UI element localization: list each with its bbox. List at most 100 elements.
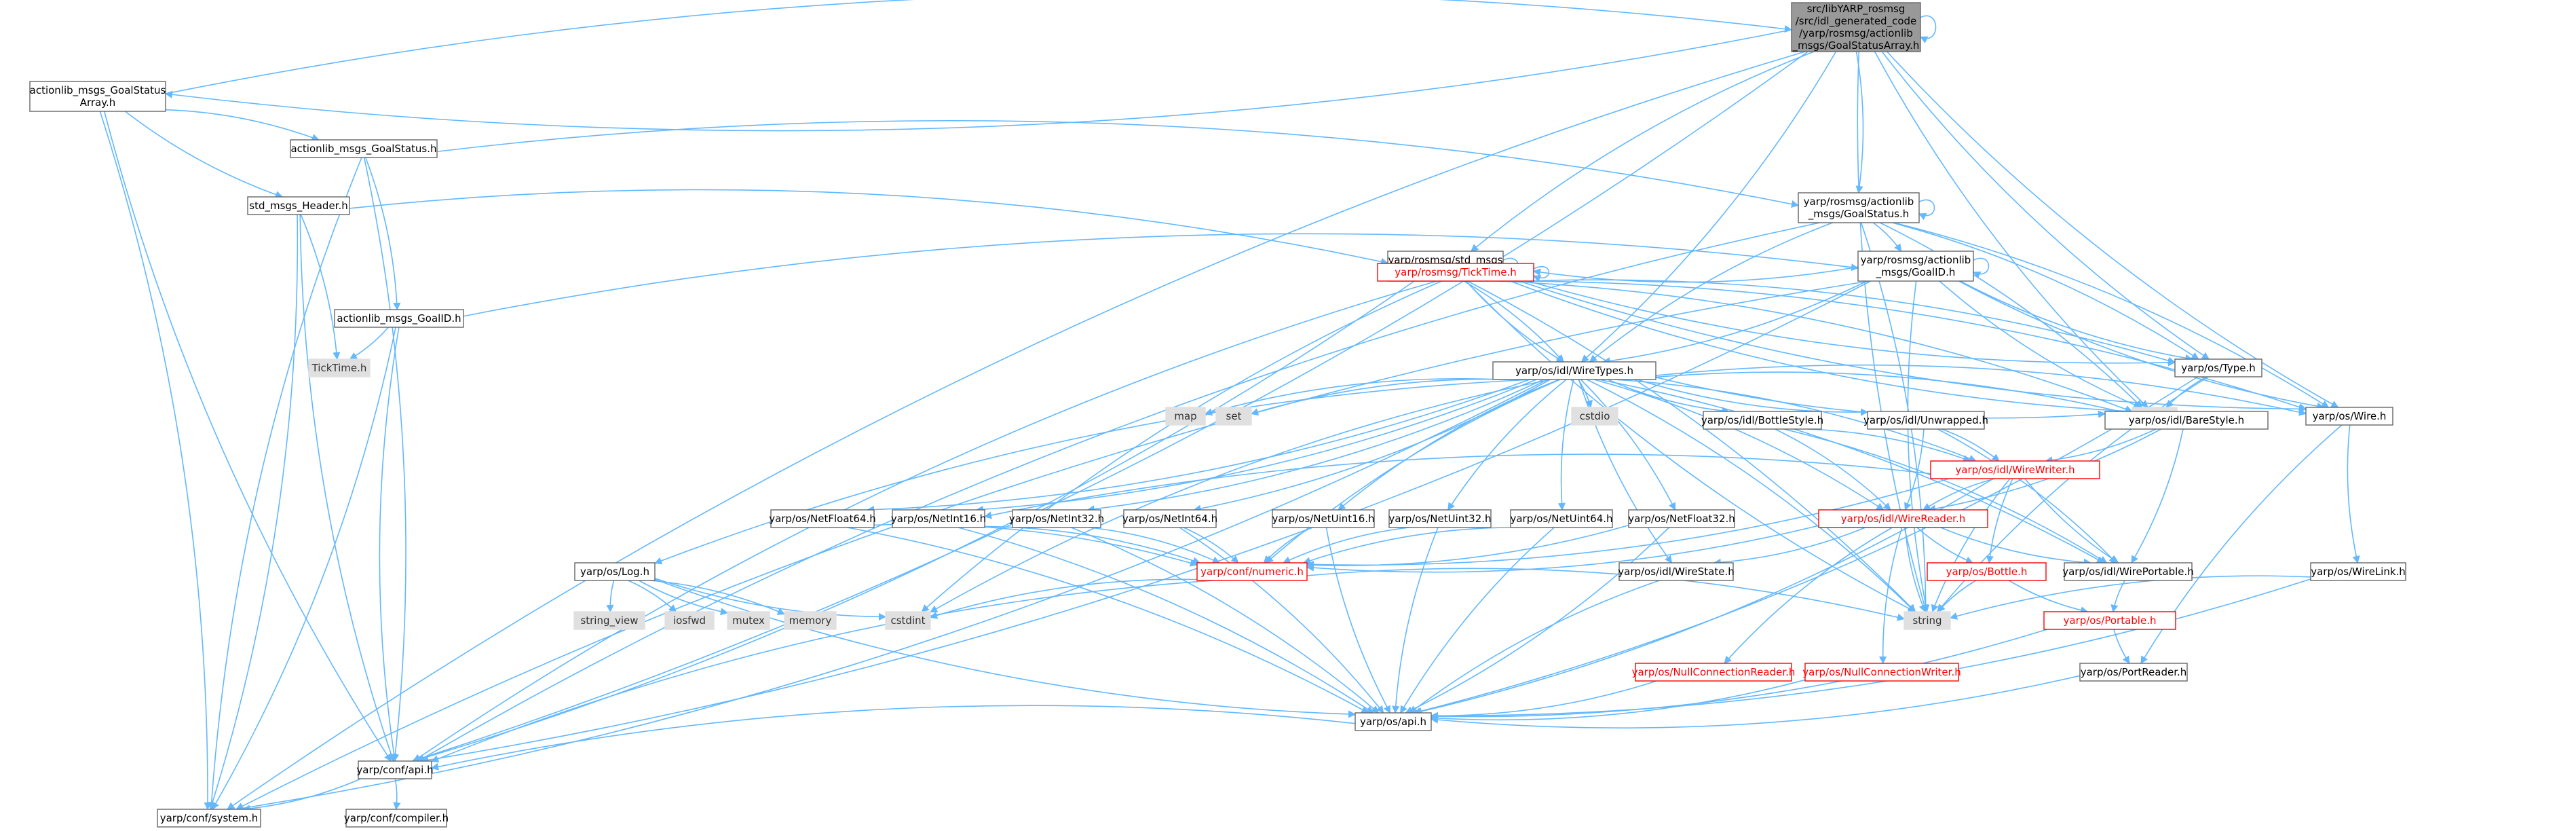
edge-yr_tt-to-ostype [1526, 279, 2176, 365]
edge-netint64-to-numeric [1183, 527, 1239, 564]
node-box [1510, 509, 1613, 528]
node-oswire[interactable]: yarp/os/Wire.h [2305, 407, 2393, 426]
edge-wirewriter-to-numeric [1306, 478, 1950, 569]
node-label: yarp/os/NetInt32.h [1009, 513, 1104, 525]
node-ostype[interactable]: yarp/os/Type.h [2174, 358, 2262, 377]
node-alm-gid[interactable]: actionlib_msgs_GoalID.h [334, 309, 464, 328]
node-box [2064, 562, 2193, 581]
node-box [1571, 407, 1618, 426]
node-cstdio[interactable]: cstdio [1571, 407, 1618, 426]
node-iosfwd[interactable]: iosfwd [664, 611, 715, 630]
node-wireportable[interactable]: yarp/os/idl/WirePortable.h [2062, 562, 2194, 581]
node-netfloat64[interactable]: yarp/os/NetFloat64.h [769, 509, 876, 528]
edge-wirereader-to-string [1904, 527, 1927, 613]
node-portreader[interactable]: yarp/os/PortReader.h [2079, 663, 2188, 682]
node-label: yarp/os/NetUint32.h [1388, 513, 1491, 525]
node-system[interactable]: yarp/conf/system.h [157, 809, 261, 828]
edge-netuint16-to-osapi [1325, 527, 1391, 714]
node-label: yarp/os/Wire.h [2313, 410, 2387, 422]
node-nullreader[interactable]: yarp/os/NullConnectionReader.h [1632, 663, 1796, 682]
node-wirewriter[interactable]: yarp/os/idl/WireWriter.h [1930, 460, 2100, 479]
dependency-edges [99, 0, 2360, 813]
node-box [1492, 361, 1656, 380]
node-netfloat32[interactable]: yarp/os/NetFloat32.h [1628, 509, 1735, 528]
node-numeric[interactable]: yarp/conf/numeric.h [1196, 562, 1308, 581]
edge-alm_gsa-to-system [99, 111, 212, 811]
node-label: yarp/conf/numeric.h [1200, 566, 1304, 578]
node-box [1377, 263, 1534, 282]
node-osapi[interactable]: yarp/os/api.h [1355, 712, 1432, 731]
edge-root-to-vector [1874, 51, 2148, 408]
node-wirelink[interactable]: yarp/os/WireLink.h [2310, 562, 2406, 581]
node-root[interactable]: src/libYARP_rosmsg/src/idl_generated_cod… [1791, 2, 1921, 52]
node-string[interactable]: string [1903, 611, 1951, 630]
node-bottle[interactable]: yarp/os/Bottle.h [1927, 562, 2047, 581]
node-mutex[interactable]: mutex [727, 611, 770, 630]
node-cstdint[interactable]: cstdint [885, 611, 931, 630]
node-memory[interactable]: memory [784, 611, 837, 630]
node-netuint64[interactable]: yarp/os/NetUint64.h [1510, 509, 1613, 528]
node-nullwriter[interactable]: yarp/os/NullConnectionWriter.h [1802, 663, 1961, 682]
node-confapi[interactable]: yarp/conf/api.h [356, 760, 434, 779]
node-label: /yarp/rosmsg/actionlib [1799, 27, 1913, 39]
node-box [2104, 411, 2269, 430]
edge-wiretypes-to-cstdint [930, 379, 1551, 613]
edge-std_hdr-to-system [208, 214, 299, 811]
node-netuint32[interactable]: yarp/os/NetUint32.h [1388, 509, 1492, 528]
node-netint64[interactable]: yarp/os/NetInt64.h [1122, 509, 1217, 528]
node-label: actionlib_msgs_GoalStatus [30, 84, 166, 97]
node-box [1804, 663, 1959, 682]
node-set[interactable]: set [1215, 407, 1252, 426]
edge-std_hdr-to-yr_hdr [349, 189, 1389, 265]
edge-wiretypes-to-wirereader [1593, 379, 1884, 511]
node-alm-gsa[interactable]: actionlib_msgs_GoalStatusArray.h [29, 81, 166, 112]
edge-netuint16-to-numeric [1263, 527, 1312, 564]
node-label: iosfwd [673, 614, 706, 627]
edge-bottlestyle-to-wirewriter [1807, 428, 1971, 462]
node-label: set [1226, 410, 1242, 422]
edge-wiretypes-to-vector [1655, 371, 2134, 417]
node-label: yarp/os/Log.h [580, 566, 649, 578]
node-box [334, 309, 464, 328]
node-barestyle[interactable]: yarp/os/idl/BareStyle.h [2104, 411, 2269, 430]
edge-root-to-wiretypes [1580, 51, 1837, 363]
node-netint16[interactable]: yarp/os/NetInt16.h [891, 509, 986, 528]
edge-yr_gs-to-wiretypes [1589, 222, 1833, 363]
node-map[interactable]: map [1165, 407, 1206, 426]
node-yr-gid[interactable]: yarp/rosmsg/actionlib_msgs/GoalID.h [1857, 251, 1974, 282]
node-wirereader[interactable]: yarp/os/idl/WireReader.h [1818, 509, 1988, 528]
node-ticktime[interactable]: TickTime.h [308, 358, 371, 377]
edge-netuint64-to-numeric [1302, 527, 1511, 565]
node-wiretypes[interactable]: yarp/os/idl/WireTypes.h [1492, 361, 1656, 380]
node-oslog[interactable]: yarp/os/Log.h [574, 562, 656, 581]
node-label: yarp/os/PortReader.h [2081, 666, 2187, 678]
edge-alm_gsa-to-confapi [103, 111, 392, 762]
node-compiler[interactable]: yarp/conf/compiler.h [344, 809, 449, 828]
node-std-hdr[interactable]: std_msgs_Header.h [247, 196, 350, 215]
node-yr-tt[interactable]: yarp/rosmsg/TickTime.h [1377, 263, 1534, 282]
edge-yr_tt-to-vector [1498, 280, 2134, 413]
node-unwrapped[interactable]: yarp/os/idl/Unwrapped.h [1863, 411, 1988, 430]
edge-portable-to-osapi [1430, 629, 2048, 720]
edge-wiretypes-to-oswire [1655, 364, 2307, 416]
node-label: yarp/os/WireLink.h [2311, 566, 2406, 578]
node-portable[interactable]: yarp/os/Portable.h [2043, 611, 2176, 630]
edge-wiretypes-to-netfloat64 [866, 379, 1530, 514]
node-label: _msgs/GoalStatusArray.h [1792, 39, 1920, 52]
edge-barestyle-to-wireportable [2131, 428, 2184, 564]
edge-wirereader-to-nullreader [1724, 527, 1893, 664]
node-bottlestyle[interactable]: yarp/os/idl/BottleStyle.h [1701, 411, 1823, 430]
file-nodes: src/libYARP_rosmsg/src/idl_generated_cod… [29, 2, 2406, 828]
node-netint32[interactable]: yarp/os/NetInt32.h [1009, 509, 1104, 528]
node-string-view[interactable]: string_view [573, 611, 645, 630]
node-wirestate[interactable]: yarp/os/idl/WireState.h [1618, 562, 1735, 581]
node-alm-gs[interactable]: actionlib_msgs_GoalStatus.h [290, 139, 438, 158]
edge-alm_gs-to-alm_gid [364, 157, 401, 311]
node-netuint16[interactable]: yarp/os/NetUint16.h [1272, 509, 1375, 528]
node-label: yarp/os/NetFloat64.h [769, 513, 876, 525]
edge-wirewriter-to-netint16 [983, 454, 1931, 519]
node-yr-gs[interactable]: yarp/rosmsg/actionlib_msgs/GoalStatus.h [1798, 192, 1920, 223]
node-label: /src/idl_generated_code [1796, 15, 1917, 28]
edge-wiretypes-to-wirestate [1578, 379, 1673, 564]
